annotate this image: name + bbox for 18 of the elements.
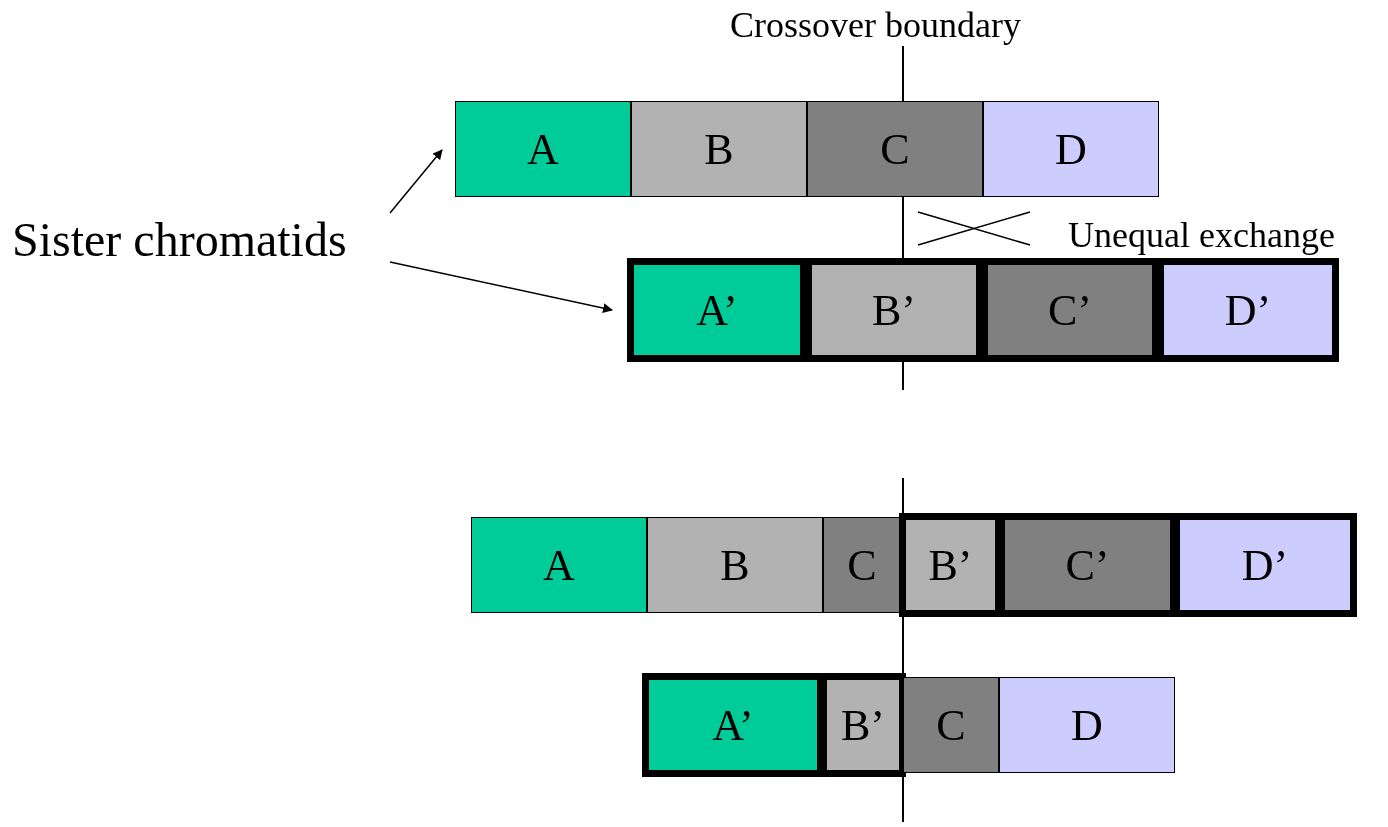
boundary-label: Crossover boundary xyxy=(730,4,1021,46)
arrow xyxy=(389,149,443,214)
arrow xyxy=(389,261,613,313)
gene-segment: B xyxy=(647,517,823,613)
gene-segment: C xyxy=(823,517,901,613)
gene-segment: D xyxy=(983,101,1159,197)
gene-segment: C’ xyxy=(981,258,1159,362)
gene-segment: B’ xyxy=(805,258,983,362)
gene-segment: C xyxy=(903,677,999,773)
gene-segment: D xyxy=(999,677,1175,773)
gene-segment: A’ xyxy=(627,258,807,362)
gene-segment: B xyxy=(631,101,807,197)
gene-segment: C xyxy=(807,101,983,197)
callout-text: Sister chromatids xyxy=(12,212,347,267)
gene-segment: A xyxy=(455,101,631,197)
gene-segment: D’ xyxy=(1157,258,1339,362)
gene-segment: A xyxy=(471,517,647,613)
exchange-label: Unequal exchange xyxy=(1068,214,1335,256)
